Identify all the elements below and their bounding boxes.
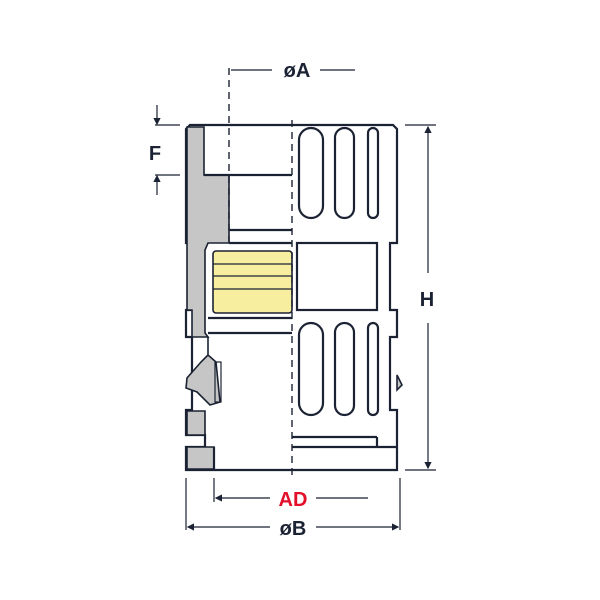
dimension-f: F — [149, 105, 180, 195]
latch-tab — [185, 337, 221, 406]
fitting-body — [184, 68, 403, 475]
thread-insert — [212, 250, 293, 314]
dimension-a: øA — [231, 60, 355, 82]
dimension-b: øB — [185, 478, 401, 540]
ventilation-slots — [297, 126, 380, 417]
label-height: H — [420, 289, 434, 311]
dimension-ad: AD — [213, 478, 368, 511]
label-flange: F — [149, 143, 161, 165]
dimension-h: H — [405, 124, 436, 471]
label-diameter-b: øB — [280, 518, 307, 540]
label-ad: AD — [279, 489, 308, 511]
side-window — [295, 241, 379, 312]
label-diameter-a: øA — [284, 60, 311, 82]
